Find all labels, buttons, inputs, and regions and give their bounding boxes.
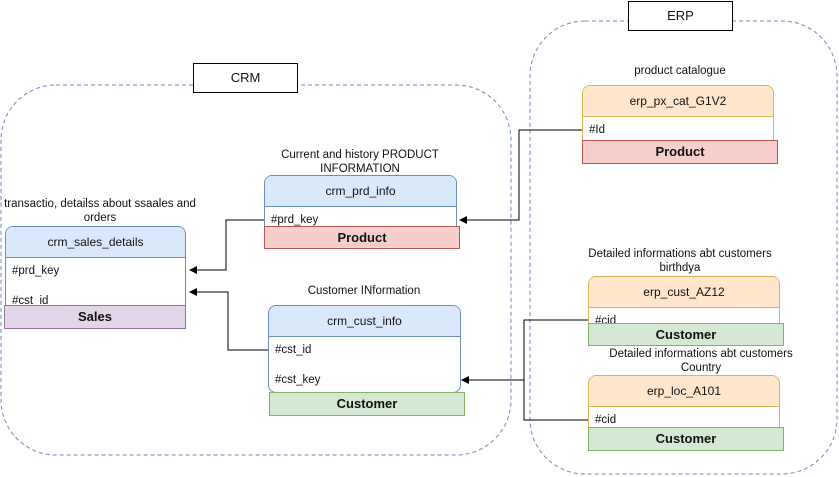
- relation-a101-to-cust-info: [523, 380, 590, 421]
- cust-caption: Customer INformation: [307, 285, 421, 297]
- relation-px-cat-to-prd-info: [459, 129, 583, 224]
- field-prd-key: #prd_key: [271, 214, 319, 226]
- sales-tag: Sales: [4, 305, 186, 329]
- product-tag: Product: [582, 140, 778, 164]
- table-name: erp_px_cat_G1V2: [583, 86, 773, 117]
- field-cst-key: #cst_key: [275, 374, 321, 386]
- field-cst-id: #cst_id: [275, 344, 312, 356]
- table-name: crm_prd_info: [265, 176, 456, 207]
- table-crm-sales-details[interactable]: crm_sales_details #prd_key #cst_id: [5, 226, 186, 314]
- product-tag: Product: [264, 226, 460, 249]
- customer-tag: Customer: [269, 392, 465, 416]
- table-erp-px-cat-g1v2[interactable]: erp_px_cat_G1V2 #Id: [582, 85, 774, 147]
- field-prd-key: #prd_key: [12, 265, 60, 277]
- customer-tag: Customer: [588, 427, 784, 451]
- table-name: crm_sales_details: [6, 227, 185, 258]
- relation-az12-to-cust-info: [461, 319, 590, 384]
- table-name: erp_loc_A101: [589, 376, 779, 407]
- table-crm-cust-info[interactable]: crm_cust_info #cst_id #cst_key: [268, 305, 461, 393]
- customer-tag: Customer: [588, 323, 784, 346]
- erp-group-title: ERP: [628, 1, 733, 31]
- table-erp-loc-a101[interactable]: erp_loc_A101 #cid: [588, 375, 780, 435]
- crm-group-title: CRM: [193, 63, 298, 93]
- sales-caption: transactio, detailss about ssaales and o…: [4, 198, 196, 224]
- table-crm-prd-info[interactable]: crm_prd_info #prd_key: [264, 175, 457, 235]
- a101-caption: Detailed informations abt customers Coun…: [609, 348, 793, 374]
- az12-caption: Detailed informations abt customers birt…: [588, 248, 772, 274]
- table-name: erp_cust_AZ12: [589, 277, 779, 308]
- field-id: #Id: [589, 124, 605, 136]
- field-cst-id: #cst_id: [12, 295, 49, 307]
- prd-caption: Current and history PRODUCT INFORMATION: [281, 149, 439, 175]
- relation-prd-info-to-sales: [189, 219, 264, 274]
- table-name: crm_cust_info: [269, 306, 460, 337]
- catalogue-caption: product catalogue: [634, 65, 726, 77]
- relation-cust-info-to-sales: [189, 288, 268, 351]
- field-cid: #cid: [595, 414, 617, 426]
